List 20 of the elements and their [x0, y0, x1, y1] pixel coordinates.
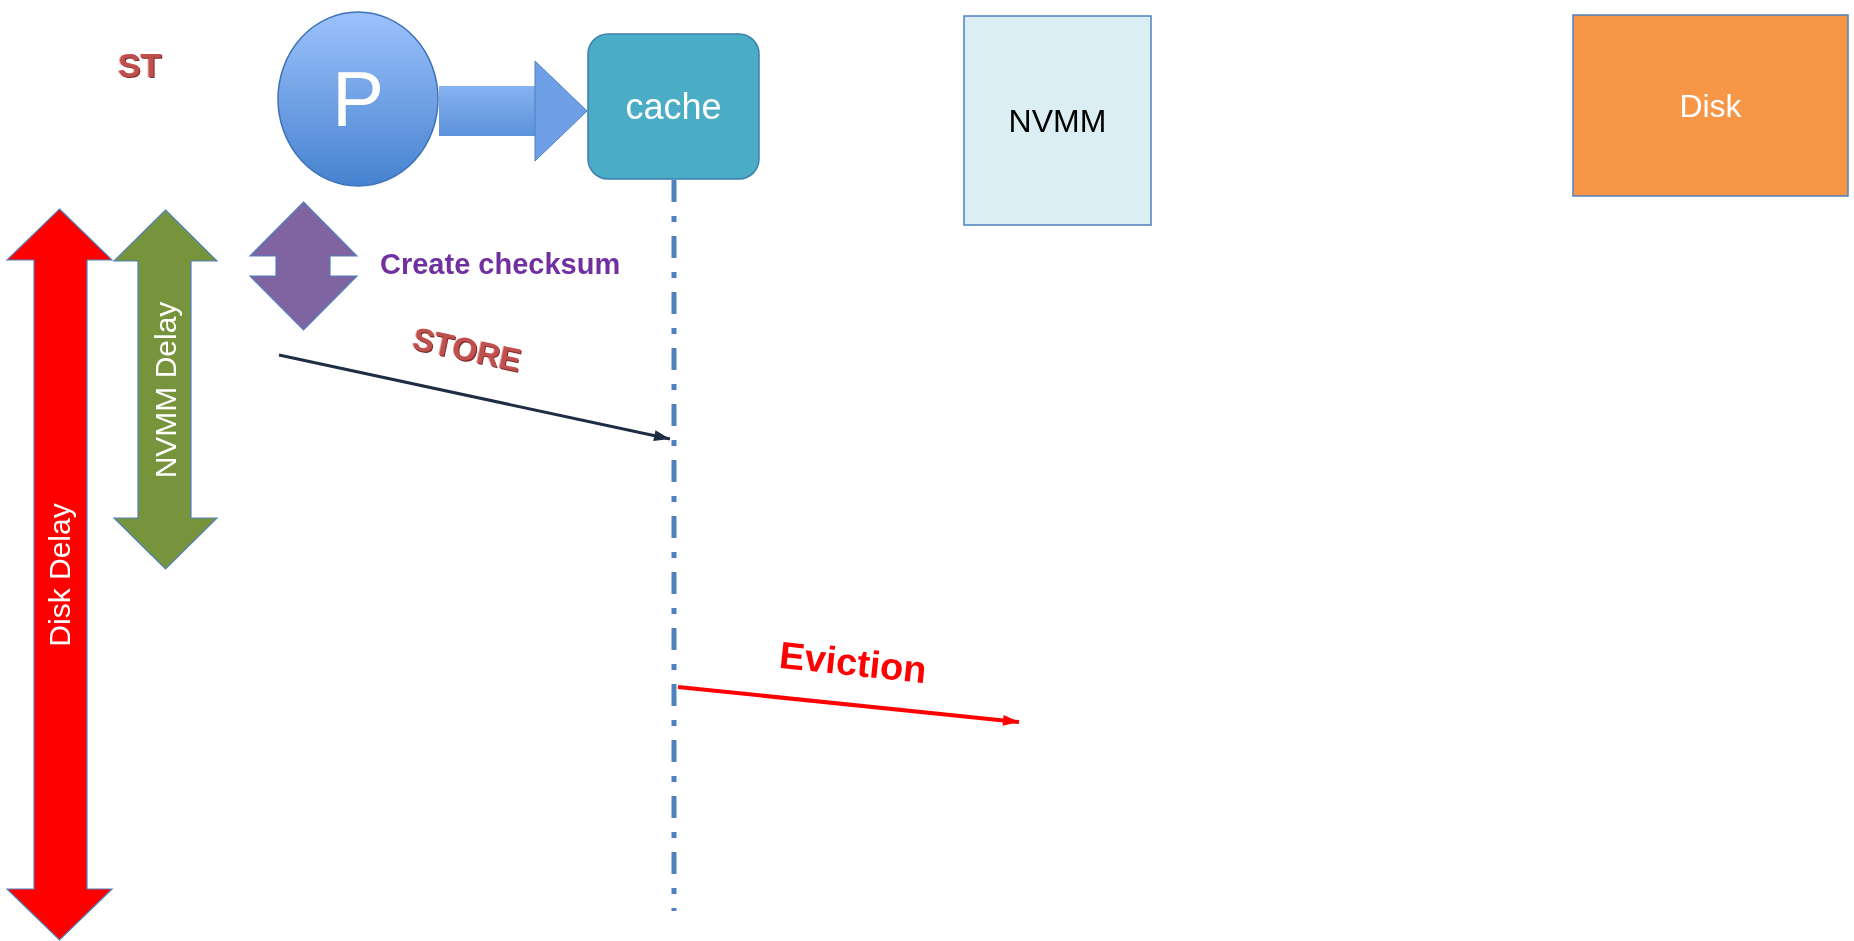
node-label: cache: [625, 85, 722, 128]
node-label: P: [332, 53, 384, 145]
node-label: NVMM: [1008, 102, 1107, 139]
edge-label: STORE: [409, 320, 525, 380]
block-arrow: [439, 60, 588, 162]
step-label: Create checksum: [380, 248, 621, 281]
annotation-label: ST: [118, 46, 162, 85]
arrow: [677, 685, 1020, 726]
cache-box: [587, 33, 760, 180]
lifeline: [670, 180, 678, 911]
node-label: Disk Delay: [42, 502, 77, 647]
delay-span-indicator: [114, 210, 217, 569]
arrow: [278, 353, 671, 441]
delay-span-indicator: [7, 209, 112, 940]
processor-circle: [277, 11, 439, 187]
node-label: Disk: [1679, 87, 1742, 124]
memory-box: [963, 15, 1152, 226]
double-arrow-icon: [250, 202, 357, 330]
node-label: NVMM Delay: [148, 301, 183, 478]
edge-label: Eviction: [777, 633, 929, 693]
